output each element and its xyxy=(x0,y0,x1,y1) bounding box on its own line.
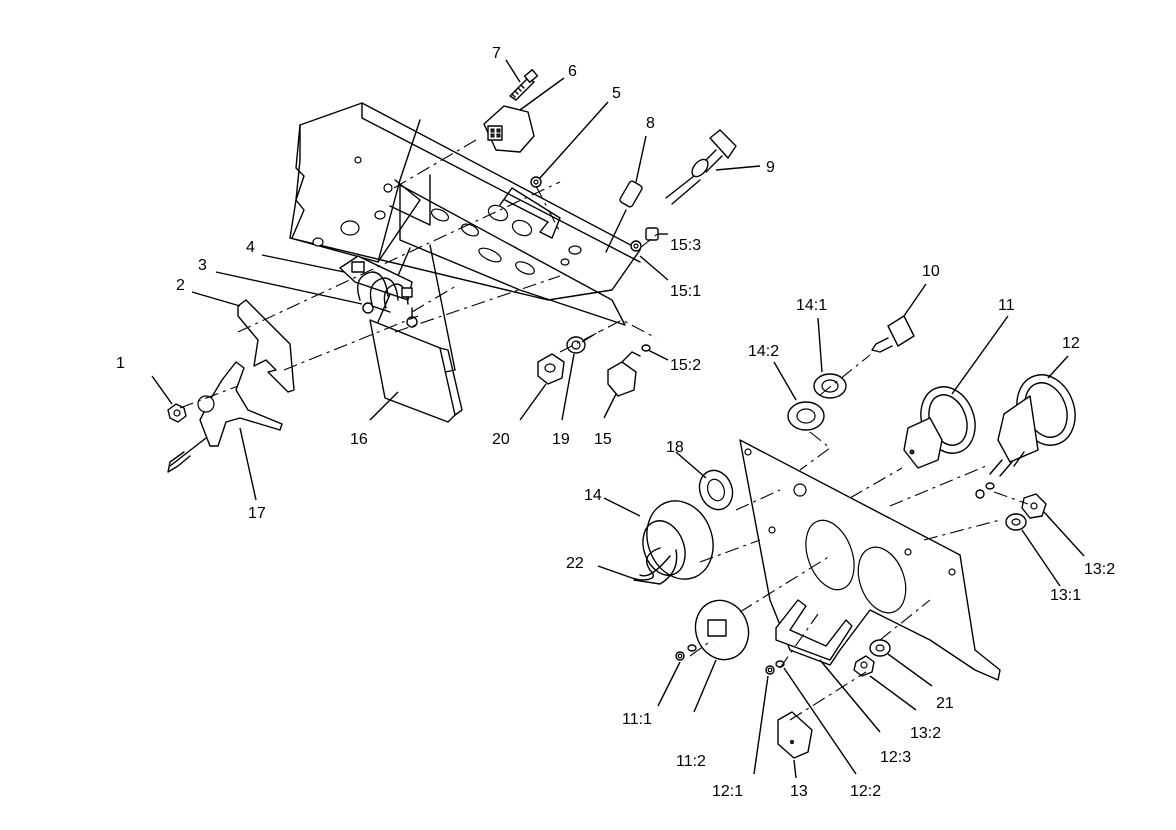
gauge-12 xyxy=(989,374,1076,477)
nut-12-1 xyxy=(765,665,775,675)
washer-13-1 xyxy=(1005,513,1027,531)
small-nuts-12 xyxy=(975,482,995,499)
callout-14-1: 14:1 xyxy=(796,297,827,314)
callout-12: 12 xyxy=(1062,335,1080,352)
callout-18: 18 xyxy=(666,439,684,456)
callout-2: 2 xyxy=(176,277,185,294)
callout-7: 7 xyxy=(492,45,501,62)
washer-21 xyxy=(869,639,891,657)
callout-13-2-lower: 13:2 xyxy=(910,725,941,742)
bezel-11-2 xyxy=(694,599,750,661)
callout-10: 10 xyxy=(922,263,940,280)
fuse-13 xyxy=(777,711,813,759)
callout-15-3: 15:3 xyxy=(670,237,701,254)
nut-20 xyxy=(537,353,565,385)
callout-13-1: 13:1 xyxy=(1050,587,1081,604)
callout-11-1: 11:1 xyxy=(622,711,652,728)
callout-22: 22 xyxy=(566,555,584,572)
choke-plunger-9 xyxy=(665,129,737,205)
callout-21: 21 xyxy=(936,695,954,712)
callout-6: 6 xyxy=(568,63,577,80)
switch-15 xyxy=(607,351,641,397)
callout-8: 8 xyxy=(646,115,655,132)
screw-3 xyxy=(362,302,418,328)
callout-14-2: 14:2 xyxy=(748,343,779,360)
nut-14-1 xyxy=(813,373,847,399)
nut-11-1 xyxy=(675,651,685,661)
nut-1 xyxy=(167,403,187,423)
callout-15: 15 xyxy=(594,431,612,448)
switch-4 xyxy=(339,255,413,309)
lever-bracket-17 xyxy=(167,361,283,473)
washer-19 xyxy=(566,336,586,354)
callout-19: 19 xyxy=(552,431,570,448)
nut-13-2-lower xyxy=(853,655,875,677)
callout-13-2-upper: 13:2 xyxy=(1084,561,1115,578)
callout-3: 3 xyxy=(198,257,207,274)
callout-11: 11 xyxy=(998,297,1015,314)
ring-15-2 xyxy=(641,344,651,352)
knob-6 xyxy=(483,105,535,153)
washer-14-2 xyxy=(787,401,825,431)
gauge-14 xyxy=(642,500,714,580)
instrument-panel xyxy=(739,439,1001,681)
callout-4: 4 xyxy=(246,239,255,256)
key-switch-10 xyxy=(871,315,915,353)
callout-11-2: 11:2 xyxy=(676,753,706,770)
callout-13: 13 xyxy=(790,783,808,800)
control-box-housing xyxy=(289,102,641,326)
callout-5: 5 xyxy=(612,85,621,102)
callout-17: 17 xyxy=(248,505,266,522)
callout-9: 9 xyxy=(766,159,775,176)
cable-8 xyxy=(605,180,643,253)
callout-12-1: 12:1 xyxy=(712,783,743,800)
ring-12-2 xyxy=(775,660,785,668)
washer-15-1 xyxy=(630,240,642,252)
bolt-7 xyxy=(509,69,539,101)
callout-15-1: 15:1 xyxy=(670,283,701,300)
callout-14: 14 xyxy=(584,487,602,504)
callout-12-3: 12:3 xyxy=(880,749,911,766)
callout-12-2: 12:2 xyxy=(850,783,881,800)
ring-18 xyxy=(698,469,734,511)
callout-15-2: 15:2 xyxy=(670,357,701,374)
plate-2 xyxy=(237,299,295,393)
bracket-12-3 xyxy=(775,599,853,661)
cap-15-3 xyxy=(645,227,659,241)
nut-5 xyxy=(530,176,542,188)
callout-20: 20 xyxy=(492,431,510,448)
wire-harness-22 xyxy=(631,547,678,585)
ring-11-1b xyxy=(687,644,697,652)
callout-1: 1 xyxy=(116,355,125,372)
assembly-lines xyxy=(179,139,1029,721)
leader-lines xyxy=(151,59,1085,779)
nut-13-2-upper xyxy=(1021,493,1047,519)
callout-16: 16 xyxy=(350,431,368,448)
gauge-11 xyxy=(903,386,976,469)
callout-labels: 1 2 3 4 5 6 7 8 9 10 11 11:1 11:2 12 12:… xyxy=(116,45,1115,800)
